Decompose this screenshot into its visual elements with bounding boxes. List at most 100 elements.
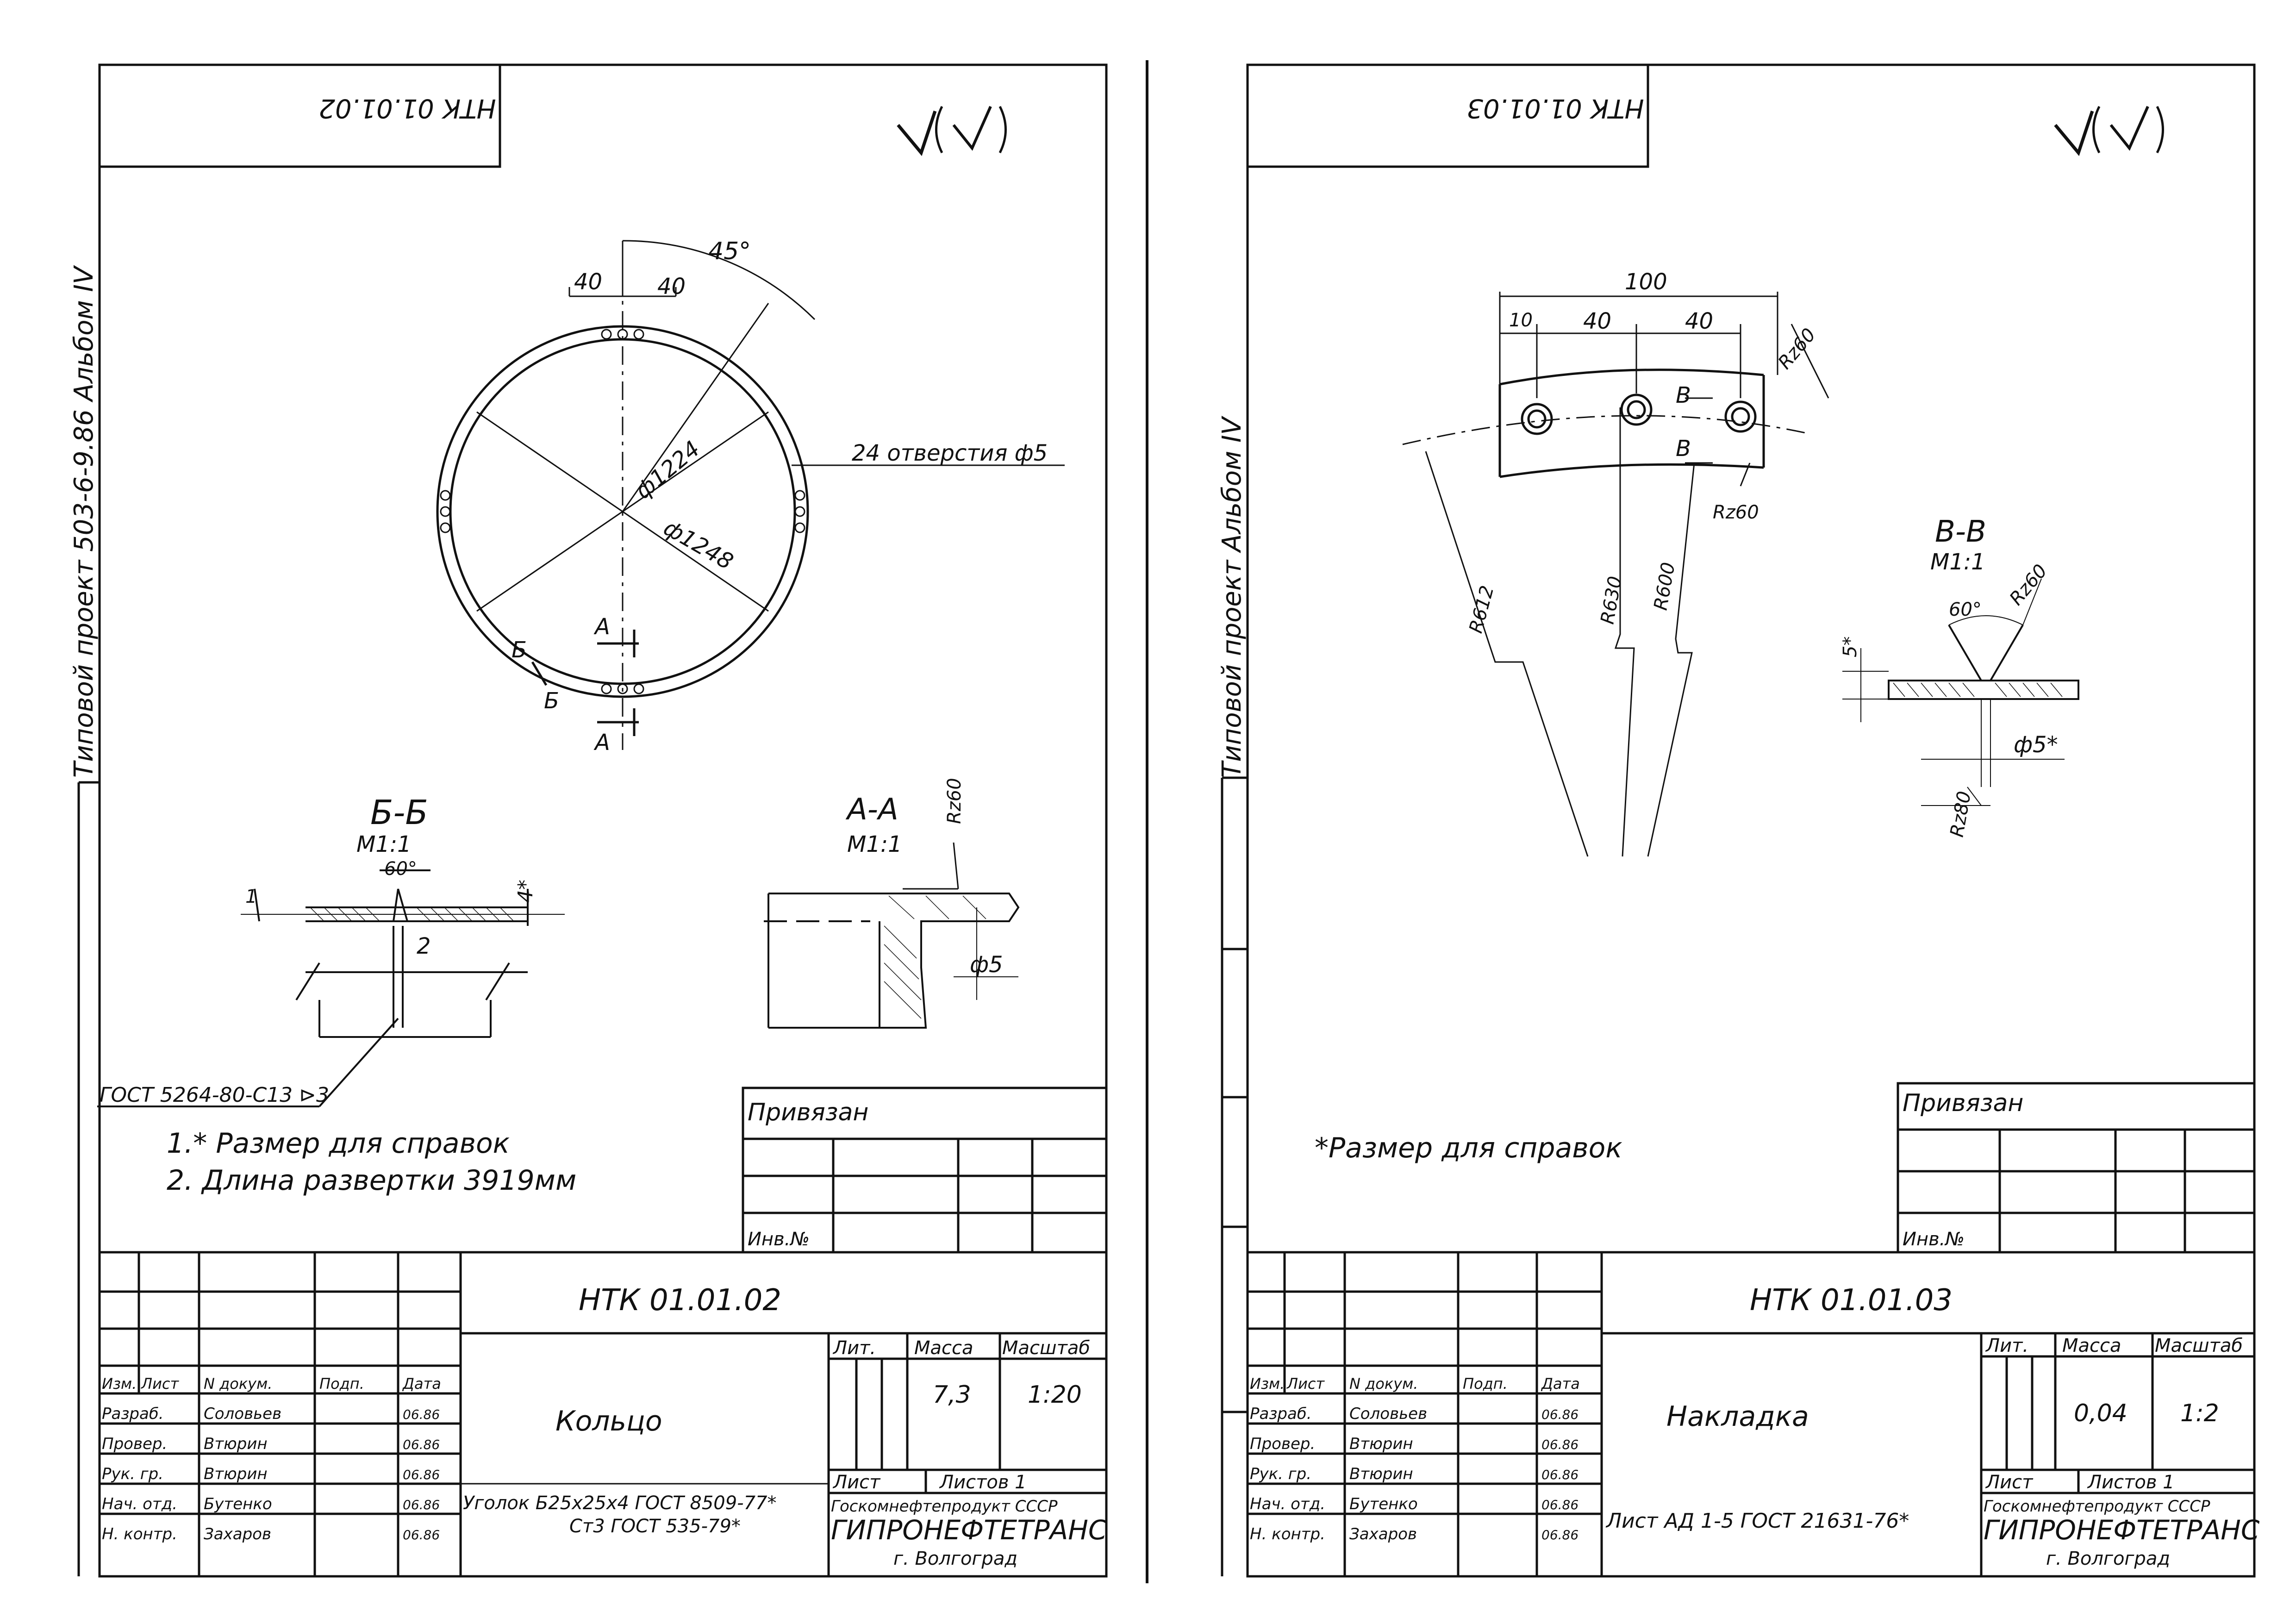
left-scale: 1:20 [1028,1381,1082,1409]
section-vv-angle: 60° [1949,599,1982,620]
left-cut-b1: Б [512,637,527,663]
right-w10: 10 [1509,310,1533,331]
right-sheets-label: Листов 1 [2087,1472,2175,1493]
left-hdr-date: Дата [402,1375,441,1393]
section-aa-scale: М1:1 [847,831,902,857]
left-hdr-izm: Изм. [102,1375,137,1393]
right-w40a: 40 [1583,308,1611,334]
left-stamp-code: НТК 01.01.02 [318,93,496,123]
right-inv-no: Инв.№ [1903,1229,1965,1250]
left-hdr-list: Лист [141,1375,179,1393]
right-row-role: Нач. отд. [1250,1495,1325,1513]
section-aa-rough: Rz60 [944,778,965,824]
left-lit-label: Лит. [832,1337,876,1359]
right-sheet-label: Лист [1985,1472,2034,1493]
right-side-label: Типовой проект Альбом IV [1217,415,1247,778]
right-row-date: 06.86 [1541,1527,1578,1543]
left-cut-a1: А [593,614,610,640]
right-row-name: Втюрин [1349,1435,1413,1453]
right-code: НТК 01.01.03 [1750,1283,1953,1318]
left-note-1: 1.* Размер для справок [167,1127,510,1160]
left-row-role: Разраб. [102,1405,164,1423]
right-cut-v2: В [1676,436,1691,462]
right-row-date: 06.86 [1541,1497,1578,1512]
right-w100: 100 [1625,269,1667,295]
left-cut-a2: А [593,730,610,756]
section-bb-angle: 60° [384,858,417,880]
left-sheets-label: Листов 1 [939,1472,1027,1493]
right-name: Накладка [1666,1400,1809,1433]
section-bb-thk-left: 1 [245,886,257,907]
left-org-2: ГИПРОНЕФТЕТРАНС [831,1514,1107,1546]
left-row-role: Провер. [102,1435,167,1453]
left-name: Кольцо [555,1405,662,1437]
right-mass: 0,04 [2074,1399,2128,1427]
left-row-date: 06.86 [403,1437,440,1452]
right-sheet [1221,63,2256,1578]
left-row-name: Втюрин [204,1435,268,1453]
right-org-2: ГИПРОНЕФТЕТРАНС [1984,1514,2260,1546]
section-aa-hole: ф5 [970,952,1003,978]
left-org-1: Госкомнефтепродукт СССР [831,1497,1058,1516]
section-vv-thk: 5* [1840,637,1861,657]
right-hdr-date: Дата [1541,1375,1580,1393]
section-bb-title: Б-Б [370,793,428,832]
left-code: НТК 01.01.02 [579,1283,781,1318]
right-row-name: Соловьев [1349,1405,1427,1423]
right-privyazan: Привязан [1903,1089,2023,1117]
section-bb-scale: М1:1 [356,831,412,857]
left-holes: 24 отверстия ф5 [852,440,1048,466]
left-row-name: Захаров [204,1525,271,1543]
right-hdr-izm: Изм. [1250,1375,1285,1393]
left-row-name: Бутенко [204,1495,272,1513]
left-cut-b2: Б [544,688,559,714]
right-row-role: Провер. [1250,1435,1315,1453]
left-sheet [77,63,1108,1578]
left-hdr-doc: N докум. [204,1375,272,1393]
section-vv-title: В-В [1935,515,1986,549]
left-row-role: Рук. гр. [102,1465,163,1483]
right-hdr-list: Лист [1286,1375,1325,1393]
right-material-1: Лист АД 1-5 ГОСТ 21631-76* [1605,1509,1909,1533]
right-row-role: Разраб. [1250,1405,1312,1423]
left-row-date: 06.86 [403,1497,440,1512]
left-mass-label: Масса [914,1337,973,1359]
left-angle: 45° [708,237,751,265]
right-lit-label: Лит. [1985,1335,2028,1356]
left-row-date: 06.86 [403,1527,440,1543]
right-row-role: Рук. гр. [1250,1465,1311,1483]
left-note-2: 2. Длина развертки 3919мм [167,1164,576,1197]
left-weld-note: ГОСТ 5264-80-С13 ⊳3 [100,1083,329,1107]
right-row-name: Захаров [1349,1525,1417,1543]
section-bb-thk-right: 4* [514,880,537,903]
left-side-label: Типовой проект 503-6-9.86 Альбом IV [69,265,99,778]
right-scale: 1:2 [2180,1399,2219,1427]
right-hdr-sign: Подп. [1463,1375,1508,1393]
right-w40b: 40 [1685,308,1713,334]
right-scale-label: Масштаб [2155,1335,2243,1356]
left-inv-no: Инв.№ [748,1229,810,1250]
right-rz60b: Rz60 [1713,502,1759,523]
left-material-2: Ст3 ГОСТ 535-79* [569,1516,741,1537]
left-sheet-label: Лист [832,1472,881,1493]
left-privyazan: Привязан [748,1099,868,1126]
right-stamp-code: НТК 01.01.03 [1466,93,1644,123]
right-row-role: Н. контр. [1250,1525,1325,1543]
left-row-role: Н. контр. [102,1525,177,1543]
right-row-date: 06.86 [1541,1407,1578,1422]
right-row-name: Втюрин [1349,1465,1413,1483]
left-w40-left: 40 [574,269,602,295]
section-aa-title: А-А [845,793,898,827]
right-hdr-doc: N докум. [1349,1375,1418,1393]
left-mass: 7,3 [933,1381,971,1409]
left-scale-label: Масштаб [1002,1337,1090,1359]
left-row-date: 06.86 [403,1467,440,1482]
right-cut-v1: В [1676,382,1691,408]
right-org-1: Госкомнефтепродукт СССР [1984,1497,2210,1516]
right-note-1: *Размер для справок [1315,1132,1622,1164]
left-row-date: 06.86 [403,1407,440,1422]
left-org-3: г. Волгоград [893,1548,1017,1569]
left-row-name: Соловьев [204,1405,281,1423]
left-hdr-sign: Подп. [319,1375,364,1393]
right-org-3: г. Волгоград [2046,1548,2170,1569]
